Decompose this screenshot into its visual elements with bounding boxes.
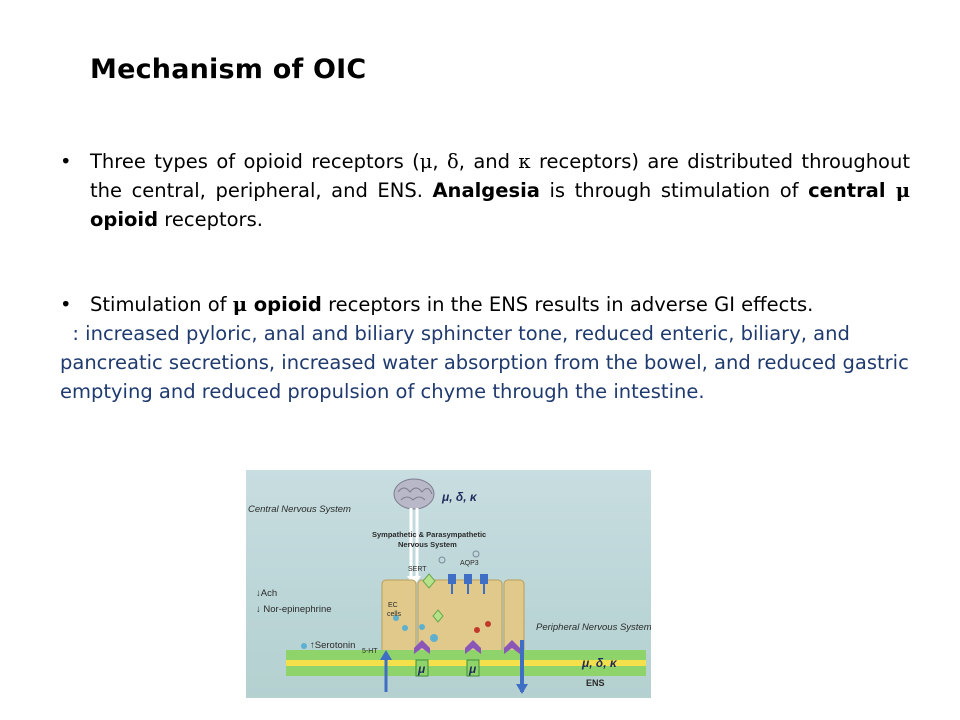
delta-symbol: δ	[447, 150, 459, 173]
slide-title: Mechanism of OIC	[90, 54, 367, 85]
serotonin-dot	[393, 615, 399, 621]
bold-opioid: opioid	[90, 208, 159, 231]
ec-cells-label: EC	[388, 602, 398, 609]
ach-label: ↓Ach	[256, 588, 278, 599]
text-run: ,	[432, 150, 447, 173]
pns-label: Peripheral Nervous System	[536, 622, 651, 633]
mu-symbol: μ	[232, 293, 247, 316]
bold-opioid: opioid	[247, 293, 322, 316]
ens-label: ENS	[586, 678, 605, 688]
cns-label: Central Nervous System	[248, 504, 351, 515]
molecule-dot	[472, 550, 480, 558]
text-run: receptors) are distributed throughout th…	[90, 150, 910, 202]
ens-membrane-band	[286, 650, 646, 660]
serotonin-dot	[402, 625, 408, 631]
serotonin-dot	[419, 624, 425, 630]
mu-receptor-left	[414, 640, 430, 677]
serotonin-label: ↑Serotonin	[310, 640, 356, 651]
figure-diagram	[286, 478, 646, 694]
bullet-text: Three types of opioid receptors (μ, δ, a…	[90, 147, 910, 234]
mu-label-left: μ	[418, 662, 426, 676]
aqp3-channels	[448, 574, 488, 594]
bold-central: central	[808, 179, 896, 202]
bullet-text: Stimulation of μ opioid receptors in the…	[90, 290, 910, 319]
5ht-arrow	[380, 650, 392, 660]
bullet-ens-stimulation: • Stimulation of μ opioid receptors in t…	[60, 290, 910, 406]
sert-transporter	[432, 609, 444, 623]
receptors-bottom-label: μ, δ, κ	[582, 656, 617, 670]
bullet-opioid-receptors: • Three types of opioid receptors (μ, δ,…	[60, 147, 910, 234]
sert-transporter	[422, 573, 436, 589]
brain-icon	[393, 478, 435, 510]
text-run: Stimulation of	[90, 293, 233, 316]
serotonin-legend-dot	[301, 643, 307, 649]
sert-label: SERT	[408, 566, 427, 573]
norepinephrine-label: ↓ Nor-epinephrine	[256, 604, 332, 615]
molecule-dot	[485, 621, 491, 627]
sympathetic-label-2: Nervous System	[398, 540, 457, 549]
gi-effects-detail: : increased pyloric, anal and biliary sp…	[60, 322, 916, 403]
bullet-marker: •	[60, 150, 72, 173]
text-run: receptors.	[158, 208, 263, 231]
mu-receptor-far-right	[504, 640, 520, 654]
serotonin-dot	[430, 634, 438, 642]
text-run: receptors in the ENS results in adverse …	[321, 293, 814, 316]
receptors-top-label: μ, δ, κ	[442, 490, 477, 504]
5ht-label: 5-HT	[362, 648, 378, 655]
aqp3-label: AQP3	[460, 560, 479, 567]
kappa-symbol: κ	[518, 150, 531, 173]
molecule-dot	[474, 627, 480, 633]
mu-label-right: μ	[469, 662, 477, 676]
ens-membrane-band	[286, 660, 646, 666]
mu-receptor-right	[465, 640, 481, 677]
enteric-nerve-arrow	[516, 684, 528, 694]
text-run: is through stimulation of	[539, 179, 809, 202]
text-run: , and	[458, 150, 519, 173]
sympathetic-label: Sympathetic & Parasympathetic	[372, 530, 487, 539]
ens-membrane-band	[286, 666, 646, 676]
mu-symbol: μ	[419, 150, 433, 173]
oic-mechanism-figure: Central Nervous System μ, δ, κ Sympathet…	[246, 470, 651, 698]
text-run: Three types of opioid receptors (	[90, 150, 420, 173]
bullet-marker: •	[60, 293, 72, 316]
ec-cells-label-2: cells	[387, 611, 402, 618]
mu-symbol: μ	[895, 179, 910, 202]
molecule-dot	[438, 556, 446, 564]
bold-analgesia: Analgesia	[432, 179, 540, 202]
